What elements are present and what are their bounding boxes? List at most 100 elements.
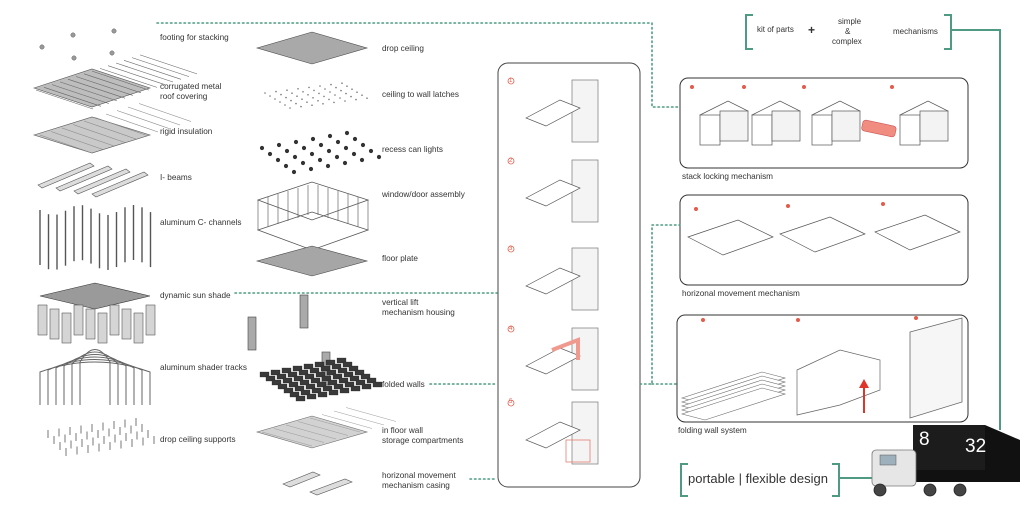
- legend-bracket-right: [944, 14, 952, 50]
- folded-wall-cell-2-1: [282, 377, 293, 384]
- folded-wall-cell-1-2: [287, 371, 298, 378]
- folded-wall-cell-4-0: [283, 387, 294, 394]
- folded-wall-cell-6-2: [317, 391, 328, 398]
- insulation-stripe-6: [105, 113, 159, 133]
- stack-block-front-3: [899, 114, 921, 146]
- corrugation-line-0: [35, 89, 94, 110]
- label-dynamic-sun-shade: dynamic sun shade: [160, 291, 231, 300]
- casing-1: [309, 478, 353, 496]
- folded-wall-cell-0-0: [259, 371, 270, 378]
- folded-wall-cell-1-7: [342, 361, 353, 368]
- latch-3-4: [323, 95, 325, 98]
- label-casing: horizonal movement mechanism casing: [382, 471, 456, 490]
- corrugation-line-6: [83, 73, 142, 94]
- window-frame-bottom: [256, 211, 370, 251]
- shader-track-2: [55, 356, 135, 405]
- can-light-4-4: [359, 157, 365, 163]
- folded-wall-cell-2-4: [315, 371, 326, 378]
- can-light-2-5: [360, 142, 366, 148]
- drop-ceiling-plate: [255, 31, 369, 65]
- folded-wall-cell-0-2: [281, 367, 292, 374]
- panel-folding-wall: [676, 314, 969, 423]
- tagline-bracket-right: [832, 463, 840, 497]
- step-panel-1: [525, 99, 581, 127]
- stack-marker-2: [802, 85, 806, 89]
- sun-shade-panel-5: [97, 312, 108, 344]
- can-lights: [259, 130, 382, 175]
- folded-wall-cell-4-4: [327, 379, 338, 386]
- footing-block-3: [71, 55, 77, 61]
- label-floor-plate: floor plate: [382, 254, 418, 263]
- insulation-stripe-0: [39, 134, 93, 154]
- horizontal-marker-0: [694, 207, 698, 211]
- folded-wall-cell-2-5: [326, 369, 337, 376]
- legend-ampersand: &: [845, 27, 851, 36]
- folded-wall-cell-6-6: [361, 383, 372, 390]
- stack-block-side-0: [719, 110, 749, 142]
- folded-wall-cell-3-1: [288, 381, 299, 388]
- can-light-1-0: [267, 151, 273, 157]
- label-rigid-insulation: rigid insulation: [160, 127, 213, 136]
- label-folded-walls: folded walls: [382, 380, 425, 389]
- latch-2-6: [340, 89, 342, 92]
- latch-0-2: [286, 89, 288, 91]
- folded-wall-cell-5-5: [344, 381, 355, 388]
- label-window-door: window/door assembly: [382, 190, 465, 199]
- step-panel-2: [525, 179, 581, 207]
- horizontal-tray-1: [779, 216, 866, 253]
- folded-wall-cell-4-6: [349, 375, 360, 382]
- latch-4-2: [306, 101, 308, 103]
- storage-divider-5: [321, 414, 373, 429]
- can-light-3-1: [300, 160, 306, 166]
- latch-0-4: [308, 86, 310, 89]
- can-light-2-0: [275, 157, 281, 163]
- storage-divider-4: [309, 417, 361, 433]
- corrugation-line-12: [131, 57, 190, 77]
- folded-wall-cell-0-5: [314, 361, 325, 368]
- insulation-plate: [32, 116, 152, 154]
- folding-wall-panel: [909, 317, 963, 419]
- latch-4-4: [328, 98, 330, 101]
- can-light-3-4: [351, 151, 357, 157]
- latch-5-5: [344, 100, 346, 102]
- panel-horizontal-movement: [679, 194, 969, 286]
- container-size-32: 32: [965, 436, 987, 457]
- step-number-5: 5: [509, 399, 513, 405]
- insulation-stripe-5: [94, 117, 148, 136]
- latch-0-0: [264, 92, 266, 94]
- insulation-stripe-1: [50, 131, 104, 150]
- sun-shade-top: [39, 282, 151, 310]
- caption-folding-wall: folding wall system: [678, 426, 747, 435]
- i-beam-0: [37, 162, 95, 189]
- stack-marker-3: [890, 85, 894, 89]
- can-light-0-1: [276, 142, 282, 148]
- insulation-stripe-9: [138, 103, 192, 122]
- step-number-2: 2: [509, 158, 513, 164]
- latch-5-3: [322, 103, 324, 105]
- latch-5-6: [355, 98, 357, 101]
- label-corrugated-roof: corrugated metal roof covering: [160, 82, 222, 101]
- latch-2-4: [318, 92, 320, 95]
- panel-stack-locking: [679, 77, 969, 169]
- latch-5-2: [311, 104, 313, 106]
- shader-track-0: [39, 361, 151, 405]
- stack-block-front-2: [811, 114, 833, 146]
- latch-5-0: [289, 107, 291, 109]
- truck-window: [879, 454, 897, 466]
- can-light-1-2: [301, 145, 307, 151]
- label-can-lights: recess can lights: [382, 145, 443, 154]
- step-panel-3: [525, 267, 581, 295]
- latch-5-7: [366, 97, 368, 99]
- storage-divider-0: [261, 431, 313, 447]
- folded-wall-cell-0-4: [303, 363, 314, 370]
- folded-wall-cell-6-4: [339, 387, 350, 394]
- insulation-stripe-8: [127, 106, 181, 126]
- folded-wall-cell-3-4: [321, 375, 332, 382]
- sun-shade-panel-0: [37, 304, 48, 336]
- folding-marker-2: [914, 316, 918, 320]
- step-wall-5: [571, 401, 599, 465]
- folded-wall-cell-4-1: [294, 385, 305, 392]
- truck-with-containers: [871, 425, 1020, 497]
- tagline-bracket-left: [680, 463, 688, 497]
- folding-marker-0: [701, 318, 705, 322]
